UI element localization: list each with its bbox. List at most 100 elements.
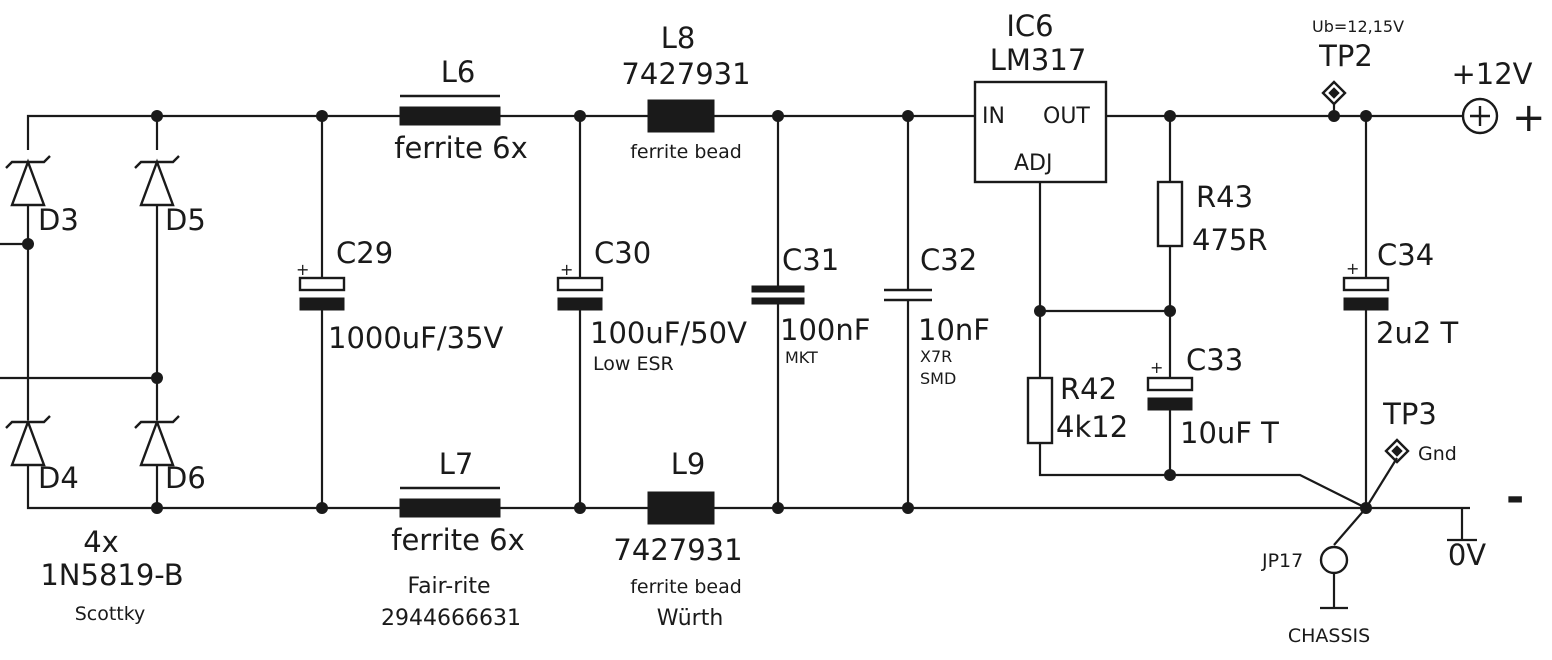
capacitor-c32: C32 10nF X7R SMD bbox=[884, 243, 990, 388]
junction-dot bbox=[772, 110, 784, 122]
zero-volt-label: 0V bbox=[1448, 538, 1486, 572]
test-point-tp2: Ub=12,15V TP2 bbox=[1312, 17, 1404, 116]
positive-output-label: +12V bbox=[1451, 57, 1532, 91]
l9-desc: ferrite bead bbox=[630, 576, 742, 598]
wiring bbox=[0, 114, 1477, 610]
r42-value: 4k12 bbox=[1056, 410, 1128, 444]
capacitor-c31: C31 100nF MKT bbox=[751, 243, 870, 367]
junction-dot bbox=[151, 110, 163, 122]
l9-part: 7427931 bbox=[613, 533, 742, 567]
inductor-l9: L9 7427931 ferrite bead Würth bbox=[613, 447, 742, 631]
c33-ref: C33 bbox=[1186, 343, 1243, 377]
tp3-ref: TP3 bbox=[1382, 397, 1437, 431]
diode-note: 4x 1N5819-B Scottky bbox=[40, 525, 183, 625]
c31-ref: C31 bbox=[782, 243, 839, 277]
junction-dot bbox=[151, 372, 163, 384]
r43-ref: R43 bbox=[1196, 180, 1253, 214]
diode-d3-ref: D3 bbox=[38, 203, 79, 237]
l6-desc: ferrite 6x bbox=[394, 131, 528, 165]
chassis-label: CHASSIS bbox=[1288, 625, 1370, 647]
tp2-ref: TP2 bbox=[1318, 39, 1373, 73]
c33-polarity: + bbox=[1150, 358, 1163, 377]
ic6-part: LM317 bbox=[990, 43, 1087, 77]
diode-d4: D4 bbox=[5, 415, 79, 495]
junction-dot bbox=[1034, 305, 1046, 317]
ic6-pin-out: OUT bbox=[1043, 104, 1090, 129]
negative-output: - 0V bbox=[1448, 472, 1524, 572]
jumper-jp17: JP17 CHASSIS bbox=[1261, 545, 1370, 647]
tp3-note: Gnd bbox=[1418, 443, 1457, 465]
tp2-note: Ub=12,15V bbox=[1312, 17, 1404, 36]
c29-value: 1000uF/35V bbox=[328, 321, 504, 355]
junction-dot bbox=[316, 502, 328, 514]
resistor-r42: R42 4k12 bbox=[1026, 372, 1128, 445]
c32-note1: X7R bbox=[920, 347, 952, 366]
ic6-pin-adj: ADJ bbox=[1014, 151, 1052, 176]
l7-maker: Fair-rite bbox=[407, 574, 490, 599]
c30-note: Low ESR bbox=[593, 353, 674, 375]
l9-ref: L9 bbox=[671, 447, 706, 481]
junction-dot bbox=[1164, 305, 1176, 317]
junction-dot bbox=[22, 238, 34, 250]
c29-ref: C29 bbox=[336, 236, 393, 270]
positive-output: +12V + bbox=[1451, 57, 1545, 141]
inductor-l8: L8 7427931 ferrite bead bbox=[621, 21, 750, 163]
diode-part: 1N5819-B bbox=[40, 558, 183, 592]
c32-note2: SMD bbox=[920, 369, 956, 388]
c32-value: 10nF bbox=[918, 313, 990, 347]
diode-d3: D3 bbox=[5, 155, 79, 237]
junction-dot bbox=[902, 502, 914, 514]
junction-dot bbox=[1360, 502, 1372, 514]
plus-sign: + bbox=[1512, 95, 1546, 141]
minus-sign: - bbox=[1506, 472, 1524, 523]
diode-d4-ref: D4 bbox=[38, 461, 79, 495]
ic6-pin-in: IN bbox=[982, 104, 1005, 129]
r43-value: 475R bbox=[1192, 223, 1268, 257]
junction-dot bbox=[574, 110, 586, 122]
c30-value: 100uF/50V bbox=[590, 316, 747, 350]
l6-ref: L6 bbox=[441, 55, 476, 89]
c30-polarity: + bbox=[560, 260, 573, 279]
test-point-tp3: TP3 Gnd bbox=[1382, 397, 1457, 465]
capacitor-c33: + C33 10uF T bbox=[1146, 343, 1279, 450]
c31-value: 100nF bbox=[780, 313, 870, 347]
diode-d6-ref: D6 bbox=[165, 461, 206, 495]
inductor-l6: L6 ferrite 6x bbox=[394, 55, 528, 165]
junctions bbox=[22, 110, 1372, 514]
l8-ref: L8 bbox=[661, 21, 696, 55]
junction-dot bbox=[1360, 110, 1372, 122]
l7-part: 2944666631 bbox=[381, 606, 521, 631]
l7-desc: ferrite 6x bbox=[391, 523, 525, 557]
junction-dot bbox=[316, 110, 328, 122]
c34-ref: C34 bbox=[1377, 238, 1434, 272]
c31-note: MKT bbox=[785, 348, 818, 367]
jp17-ref: JP17 bbox=[1261, 550, 1303, 572]
c34-polarity: + bbox=[1346, 259, 1359, 278]
junction-dot bbox=[574, 502, 586, 514]
diode-count: 4x bbox=[83, 525, 119, 559]
diode-type: Scottky bbox=[75, 603, 146, 625]
capacitor-c30: + C30 100uF/50V Low ESR bbox=[556, 236, 747, 375]
junction-dot bbox=[902, 110, 914, 122]
inductor-l7: L7 ferrite 6x Fair-rite 2944666631 bbox=[381, 447, 525, 631]
terminal-circle-icon bbox=[1461, 97, 1499, 135]
diode-d5: D5 bbox=[134, 155, 206, 237]
ic6-ref: IC6 bbox=[1006, 9, 1053, 43]
c33-value: 10uF T bbox=[1180, 416, 1279, 450]
l8-desc: ferrite bead bbox=[630, 141, 742, 163]
c29-polarity: + bbox=[296, 260, 309, 279]
junction-dot bbox=[151, 502, 163, 514]
capacitor-c34: + C34 2u2 T bbox=[1342, 238, 1458, 350]
c30-ref: C30 bbox=[594, 236, 651, 270]
r42-ref: R42 bbox=[1060, 372, 1117, 406]
regulator-ic6: IC6 LM317 IN OUT ADJ bbox=[973, 9, 1108, 184]
l9-maker: Würth bbox=[657, 606, 724, 631]
diode-d5-ref: D5 bbox=[165, 203, 206, 237]
c32-ref: C32 bbox=[920, 243, 977, 277]
capacitor-c29: + C29 1000uF/35V bbox=[296, 236, 504, 355]
c34-value: 2u2 T bbox=[1376, 316, 1458, 350]
l8-part: 7427931 bbox=[621, 57, 750, 91]
jumper-circle-icon bbox=[1319, 545, 1349, 575]
junction-dot bbox=[772, 502, 784, 514]
